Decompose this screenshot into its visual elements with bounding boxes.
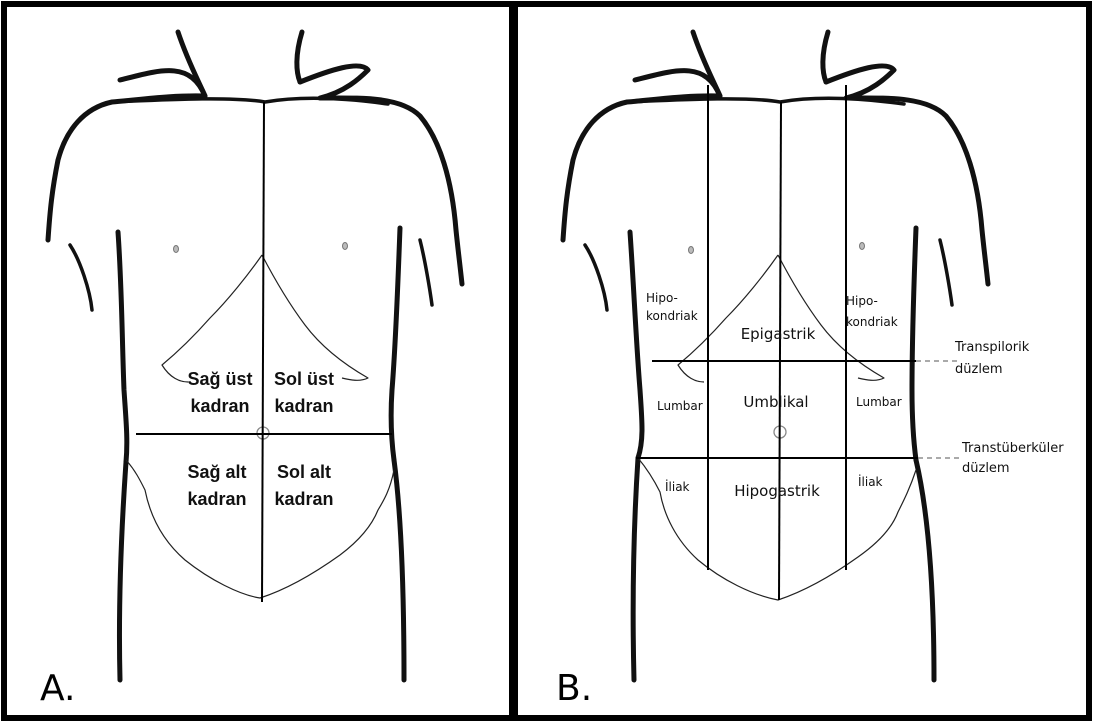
panel-b: Hipo- kondriak Epigastrik Hipo- kondriak… <box>515 4 1089 718</box>
label-left-upper-quadrant-2: kadran <box>274 396 333 416</box>
nipple-right-b <box>689 247 694 254</box>
label-right-hypochondriac: Hipo- <box>646 291 678 305</box>
label-left-lumbar: Lumbar <box>856 395 902 409</box>
nipple-left-a <box>343 243 348 250</box>
panel-a-border <box>4 4 512 718</box>
label-left-hypochondriac: Hipo- <box>846 294 878 308</box>
label-left-upper-quadrant: Sol üst <box>274 369 334 389</box>
label-right-iliac: İliak <box>665 479 690 494</box>
panel-a: Sağ üst kadran Sol üst kadran Sağ alt ka… <box>4 4 512 718</box>
label-hypogastric: Hipogastrik <box>734 482 820 500</box>
nipple-left-b <box>860 243 865 250</box>
panel-letter-b: B. <box>556 668 592 709</box>
label-transtubercular-plane: Transtüberküler <box>961 441 1064 456</box>
label-right-lower-quadrant: Sağ alt <box>187 462 246 482</box>
label-right-upper-quadrant: Sağ üst <box>187 369 252 389</box>
nipple-right-a <box>174 246 179 253</box>
label-left-hypochondriac-2: kondriak <box>846 315 898 329</box>
label-transtubercular-plane-2: düzlem <box>962 461 1010 476</box>
label-right-lower-quadrant-2: kadran <box>187 489 246 509</box>
label-epigastric: Epigastrik <box>741 325 816 343</box>
panel-letter-a: A. <box>40 668 75 709</box>
label-left-lower-quadrant: Sol alt <box>277 462 331 482</box>
label-left-lower-quadrant-2: kadran <box>274 489 333 509</box>
label-transpyloric-plane: Transpilorik <box>954 340 1030 355</box>
label-right-upper-quadrant-2: kadran <box>190 396 249 416</box>
label-transpyloric-plane-2: düzlem <box>955 362 1003 377</box>
label-umbilical: Umblikal <box>743 393 808 411</box>
label-right-hypochondriac-2: kondriak <box>646 309 698 323</box>
label-left-iliac: İliak <box>858 474 883 489</box>
label-right-lumbar: Lumbar <box>657 399 703 413</box>
